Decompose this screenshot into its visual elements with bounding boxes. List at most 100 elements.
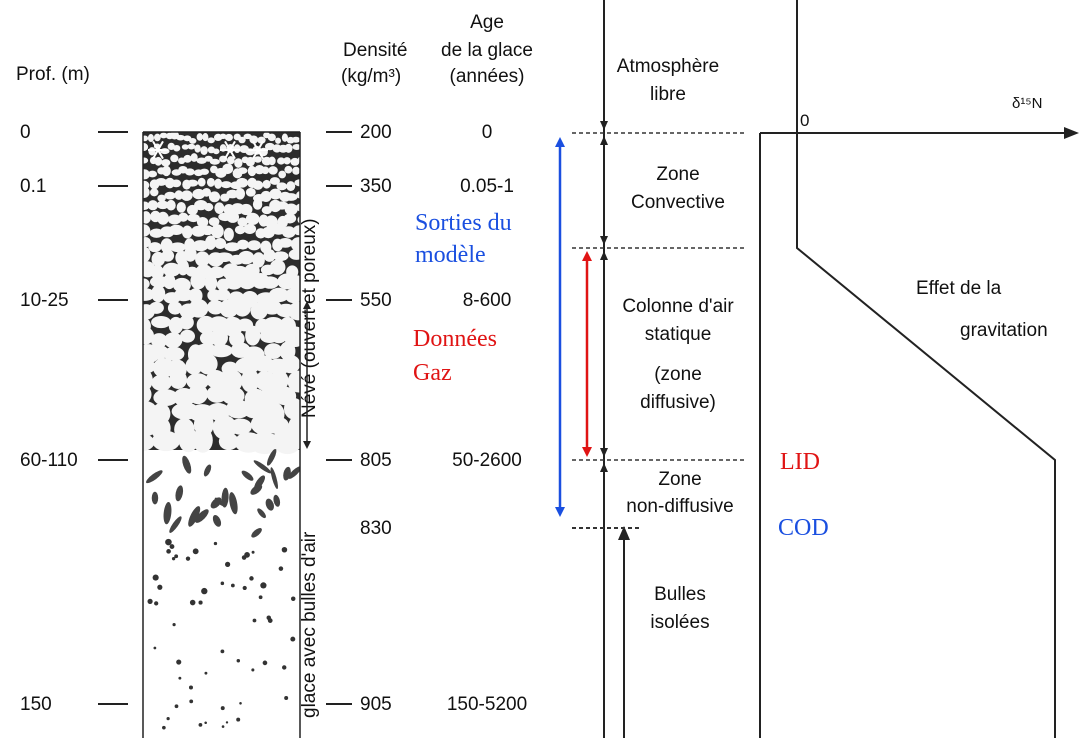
air-bubble — [220, 649, 225, 654]
firn-grain — [205, 235, 217, 250]
firn-grain — [174, 288, 194, 302]
firn-grain — [278, 238, 293, 248]
firn-grain — [288, 301, 300, 321]
density-unit: (kg/m³) — [341, 66, 401, 87]
firn-grain — [190, 272, 207, 290]
firn-grain — [192, 427, 213, 453]
firn-grain — [150, 333, 168, 349]
firn-grain — [239, 203, 253, 216]
air-bubble — [225, 721, 229, 724]
firn-grain — [143, 278, 150, 290]
firn-grain — [190, 153, 198, 162]
air-bubble — [198, 723, 203, 727]
firn-grain — [234, 225, 246, 235]
firn-grain — [204, 274, 218, 292]
air-channel — [182, 455, 192, 474]
firn-grain — [169, 370, 187, 390]
firn-grain — [151, 315, 171, 329]
air-bubble — [284, 696, 289, 701]
firn-grain — [264, 343, 283, 360]
air-bubble — [165, 538, 172, 546]
firn-grain — [214, 178, 223, 189]
air-channel — [273, 494, 281, 507]
firn-grain — [225, 399, 251, 419]
air-channel — [251, 528, 262, 538]
firn-grain — [181, 144, 189, 150]
depth-value: 150 — [20, 694, 52, 715]
air-channel — [151, 491, 159, 505]
firn-grain — [175, 134, 186, 141]
firn-grain — [241, 368, 260, 393]
sorties-label-1: Sorties du — [415, 210, 512, 236]
firn-grain — [252, 198, 263, 210]
firn-grain — [214, 202, 225, 214]
air-bubble — [251, 550, 255, 554]
air-bubble — [198, 600, 203, 605]
firn-grain — [169, 242, 186, 253]
age-header: Age — [470, 12, 504, 33]
air-bubble — [166, 717, 170, 721]
air-bubble — [172, 623, 176, 627]
air-bubble — [204, 721, 207, 725]
firn-grain — [163, 273, 176, 290]
firn-grain — [207, 300, 225, 315]
air-bubble — [278, 566, 284, 571]
zone-convective-1: Zone — [656, 164, 699, 185]
air-bubble — [290, 636, 296, 642]
firn-grain — [245, 187, 256, 197]
firn-grain — [143, 211, 152, 224]
firn-grain — [143, 186, 150, 198]
firn-grain — [267, 133, 276, 142]
zone-static-3: (zone — [654, 364, 702, 385]
bubble-arrowhead — [618, 526, 630, 540]
air-bubble — [290, 596, 296, 601]
air-bubble — [220, 706, 225, 711]
boundary-arrow-up — [600, 463, 608, 472]
firn-grain — [143, 434, 155, 451]
firn-grain — [284, 143, 293, 153]
delta-axis-label: δ¹⁵N — [1012, 95, 1042, 112]
firn-grain — [243, 133, 252, 140]
firn-grain — [290, 157, 300, 166]
air-channel — [229, 492, 238, 515]
firn-grain — [147, 200, 159, 211]
firn-grain — [147, 170, 158, 178]
age-unit: (années) — [450, 66, 525, 87]
firn-grain — [286, 181, 296, 192]
air-channel — [210, 497, 222, 509]
air-bubble — [281, 547, 288, 553]
firn-grain — [186, 179, 199, 187]
firn-grain — [200, 146, 208, 155]
firn-grain — [294, 179, 300, 187]
depth-header: Prof. (m) — [16, 64, 90, 85]
firn-grain — [202, 187, 212, 197]
firn-grain — [209, 158, 220, 165]
origin-label: 0 — [800, 111, 809, 130]
air-channel — [203, 464, 212, 477]
firn-grain — [196, 157, 207, 164]
firn-grain — [284, 165, 293, 174]
firn-grain — [292, 143, 300, 151]
firn-grain — [166, 199, 176, 211]
firn-grain — [204, 202, 214, 212]
firn-grain — [164, 191, 176, 200]
firn-grain — [148, 242, 162, 253]
firn-grain — [143, 201, 150, 210]
firn-grain — [238, 136, 246, 144]
firn-grain — [237, 217, 248, 227]
firn-grain — [157, 211, 169, 225]
zone-static-2: statique — [645, 324, 712, 345]
firn-grain — [224, 274, 244, 290]
air-bubble — [236, 717, 241, 722]
boundary-arrow-down — [600, 121, 608, 130]
age-header-2: de la glace — [441, 40, 533, 61]
firn-grain — [143, 143, 149, 152]
firn-grain — [249, 431, 280, 455]
firn-grain — [152, 430, 181, 452]
firn-grain — [178, 315, 194, 330]
firn-grain — [153, 389, 179, 406]
firn-grain — [261, 166, 270, 175]
firn-grain — [287, 370, 300, 393]
age-value: 0 — [482, 122, 493, 143]
